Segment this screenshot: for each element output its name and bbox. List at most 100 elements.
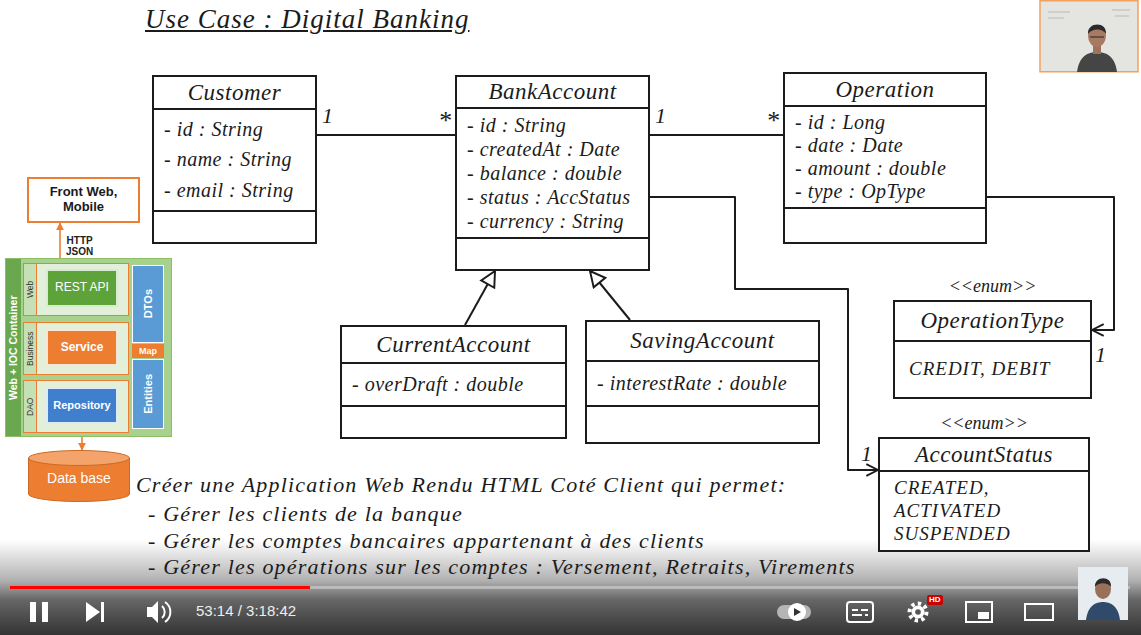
settings-gear <box>912 606 925 619</box>
attribute: - balance : double <box>467 162 638 185</box>
attribute: - interestRate : double <box>597 372 808 395</box>
operation-compartment <box>785 209 985 242</box>
attribute: - id : String <box>164 118 305 141</box>
attribute-compartment: - id : String - name : String - email : St… <box>154 110 315 212</box>
person-hair <box>1095 578 1111 587</box>
person-glasses <box>1090 36 1104 37</box>
stereotype-holder: <<enum>> <box>880 412 1088 434</box>
object-column: Entities <box>132 359 164 429</box>
class-header: AccountStatus <box>880 439 1088 472</box>
time-display: 53:14 / 3:18:42 <box>196 603 296 618</box>
autoplay-knob <box>788 603 806 621</box>
next-icon <box>86 602 100 622</box>
attribute-compartment: - interestRate : double <box>587 362 818 407</box>
settings-hole <box>915 609 921 615</box>
progress-played <box>10 586 310 589</box>
operation-compartment <box>587 407 818 442</box>
miniplayer-icon <box>966 602 992 622</box>
class-box: BankAccount - id : String- createdAt : Da… <box>455 75 650 271</box>
attribute: - name : String <box>164 148 305 171</box>
component-label: Repository <box>53 399 110 412</box>
subtitles-icon <box>847 602 873 622</box>
attribute: - amount : double <box>795 157 975 180</box>
pause-icon <box>42 602 48 622</box>
channel-thumbnail <box>1078 567 1128 620</box>
requirement-text: - Gérer les comptes bancaires appartenan… <box>148 530 705 552</box>
person-body <box>1086 602 1120 620</box>
player-shade <box>0 540 1141 635</box>
attribute: - overDraft : double <box>352 373 555 396</box>
multiplicity: 1 <box>861 443 872 465</box>
component-box: Repository <box>46 387 118 424</box>
layer-label: Web <box>24 264 37 315</box>
generalization-arrow <box>590 271 630 320</box>
thumbnail-ground <box>1078 567 1128 620</box>
component-label: Front Web, Mobile <box>32 185 135 215</box>
enum-box: <<enum>>OperationTypeCREDIT, DEBIT <box>893 300 1092 399</box>
component-box: REST API <box>46 269 118 307</box>
volume-icon <box>147 601 158 623</box>
webcam-inset <box>1040 1 1138 72</box>
database-label: Data base <box>28 450 130 486</box>
progress-bar <box>10 586 1130 589</box>
database-cylinder: Data base <box>28 450 130 502</box>
webcam-frame <box>1040 1 1138 72</box>
progress-track <box>10 586 1130 589</box>
settings-teeth <box>910 604 927 621</box>
container-label: Web + IOC Container <box>6 259 21 436</box>
enum-compartment: CREATED, ACTIVATED SUSPENDED <box>880 472 1088 550</box>
class-header: Customer <box>154 77 315 110</box>
multiplicity: 1 <box>1095 344 1106 366</box>
uml-association <box>650 134 783 136</box>
attribute: - email : String <box>164 179 305 202</box>
class-header: CurrentAccount <box>342 327 565 364</box>
multiplicity: 1 <box>322 105 333 127</box>
requirement-text: - Gérer les opérations sur les comptes :… <box>148 556 856 578</box>
layer-label: Business <box>24 323 37 374</box>
cylinder-top <box>29 451 130 466</box>
class-name: BankAccount <box>488 79 616 105</box>
class-header: OperationType <box>895 302 1090 342</box>
player-controls <box>30 601 1053 623</box>
attribute-compartment: - overDraft : double <box>342 364 565 407</box>
attribute: - id : String <box>467 114 638 137</box>
person-hair <box>1088 25 1106 34</box>
object-column: DTOs <box>132 265 164 343</box>
operation-compartment <box>342 407 565 437</box>
component-label: DTOs <box>142 289 154 318</box>
multiplicity: * <box>766 108 779 134</box>
component-label: REST API <box>55 281 109 295</box>
theater-icon <box>1025 604 1053 620</box>
board-marks <box>1048 10 1130 18</box>
class-name: Customer <box>188 80 281 106</box>
attribute: - currency : String <box>467 210 638 233</box>
attribute: - createdAt : Date <box>467 138 638 161</box>
stereotype: <<enum>> <box>880 412 1088 434</box>
person-head <box>1095 579 1111 599</box>
person-body <box>1077 52 1117 72</box>
class-name: OperationType <box>920 308 1064 334</box>
enum-values: CREDIT, DEBIT <box>909 358 1050 381</box>
operation-compartment <box>154 212 315 242</box>
requirement-text: Créer une Application Web Rendu HTML Cot… <box>136 474 786 496</box>
class-name: CurrentAccount <box>376 332 530 358</box>
attribute: - date : Date <box>795 134 975 157</box>
attribute: - type : OpType <box>795 180 975 203</box>
multiplicity: * <box>438 108 451 134</box>
attribute-compartment: - id : String- createdAt : Date- balance… <box>457 109 648 239</box>
volume-waves <box>162 602 170 622</box>
mapper-box: Map <box>132 344 164 358</box>
autoplay-track <box>777 605 811 619</box>
person-neck <box>1093 44 1101 54</box>
class-name: Operation <box>835 77 934 103</box>
class-header: BankAccount <box>457 77 648 109</box>
enum-box: <<enum>>AccountStatusCREATED, ACTIVATED … <box>878 437 1090 552</box>
quality-badge: HD <box>927 595 943 605</box>
protocol-label: HTTP JSON <box>65 235 94 258</box>
component-label: Map <box>139 346 157 356</box>
attribute: - status : AccStatus <box>467 186 638 209</box>
class-box: Customer - id : String - name : String - em… <box>152 75 317 244</box>
autoplay-play <box>794 608 801 616</box>
component-label: Entities <box>142 374 154 414</box>
